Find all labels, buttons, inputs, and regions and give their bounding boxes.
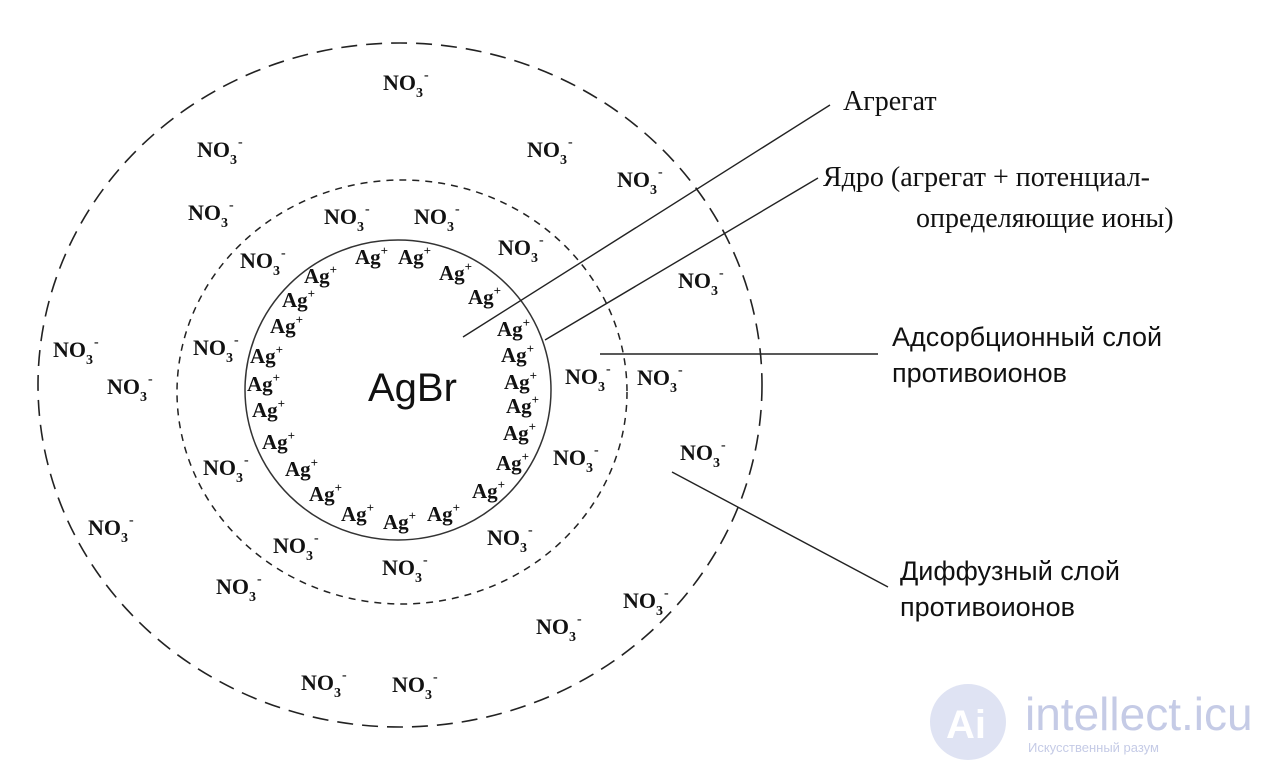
silver-ion: Ag+ [427, 500, 460, 526]
watermark-brand: intellect.icu [1025, 688, 1253, 740]
nitrate-ion: NO3- [107, 372, 153, 405]
nitrate-ion: NO3- [88, 513, 134, 546]
silver-ion: Ag+ [270, 312, 303, 338]
silver-ion: Ag+ [285, 455, 318, 481]
nitrate-ion: NO3- [273, 531, 319, 564]
nucleus-leader-line [544, 177, 819, 341]
silver-ion: Ag+ [262, 428, 295, 454]
nitrate-ion: NO3- [392, 670, 438, 703]
silver-ion: Ag+ [250, 342, 283, 368]
silver-ion: Ag+ [501, 341, 534, 367]
label-diffuse-line2: противоионов [900, 592, 1075, 622]
label-diffuse-line1: Диффузный слой [900, 556, 1120, 586]
label-nucleus-line1: Ядро (агрегат + потенциал- [823, 162, 1150, 193]
nitrate-ion: NO3- [536, 612, 582, 645]
silver-ion: Ag+ [355, 243, 388, 269]
silver-ion: Ag+ [252, 396, 285, 422]
potential-ions-layer: Ag+Ag+Ag+Ag+Ag+Ag+Ag+Ag+Ag+Ag+Ag+Ag+Ag+A… [247, 243, 539, 534]
nitrate-ion: NO3- [53, 335, 99, 368]
watermark-logo-icon [930, 684, 1006, 760]
diffuse-layer-boundary [37, 42, 763, 728]
nitrate-ion: NO3- [617, 165, 663, 198]
nitrate-ion: NO3- [383, 68, 429, 101]
label-nucleus-line2: определяющие ионы) [916, 203, 1174, 234]
nitrate-ion: NO3- [197, 135, 243, 168]
silver-ion: Ag+ [247, 370, 280, 396]
silver-ion: Ag+ [341, 500, 374, 526]
nitrate-ion: NO3- [301, 668, 347, 701]
silver-ion: Ag+ [496, 449, 529, 475]
watermark: Ai intellect.icu Искусственный разум [930, 684, 1253, 760]
nitrate-ion: NO3- [487, 523, 533, 556]
aggregate-leader-line [462, 104, 831, 338]
nitrate-ion: NO3- [193, 333, 239, 366]
nitrate-ion: NO3- [188, 198, 234, 231]
nucleus-boundary [244, 239, 552, 541]
nitrate-ion: NO3- [678, 266, 724, 299]
diffuse-leader-line [671, 471, 889, 588]
silver-ion: Ag+ [468, 283, 501, 309]
nitrate-ion: NO3- [324, 202, 370, 235]
nitrate-ion: NO3- [637, 363, 683, 396]
nitrate-ion: NO3- [240, 246, 286, 279]
silver-ion: Ag+ [282, 286, 315, 312]
nitrate-ion: NO3- [565, 362, 611, 395]
silver-ion: Ag+ [398, 243, 431, 269]
silver-ion: Ag+ [472, 477, 505, 503]
label-adsorption-line1: Адсорбционный слой [892, 322, 1162, 352]
nitrate-ion: NO3- [414, 202, 460, 235]
label-adsorption-line2: противоионов [892, 358, 1067, 388]
nitrate-ion: NO3- [498, 233, 544, 266]
silver-ion: Ag+ [497, 315, 530, 341]
nitrate-ion: NO3- [680, 438, 726, 471]
silver-ion: Ag+ [439, 259, 472, 285]
silver-ion: Ag+ [383, 508, 416, 534]
nitrate-ion: NO3- [553, 443, 599, 476]
silver-ion: Ag+ [503, 419, 536, 445]
nitrate-ion: NO3- [382, 553, 428, 586]
silver-ion: Ag+ [506, 392, 539, 418]
silver-ion: Ag+ [504, 368, 537, 394]
watermark-logo-letters: Ai [946, 703, 986, 747]
label-aggregate: Агрегат [843, 86, 937, 117]
watermark-tagline: Искусственный разум [1028, 740, 1159, 755]
nitrate-ion: NO3- [216, 572, 262, 605]
counter-ions-layer: NO3-NO3-NO3-NO3-NO3-NO3-NO3-NO3-NO3-NO3-… [53, 68, 726, 703]
nitrate-ion: NO3- [527, 135, 573, 168]
silver-ion: Ag+ [304, 262, 337, 288]
adsorption-layer-boundary [176, 179, 628, 605]
core-formula: AgBr [368, 366, 457, 410]
nitrate-ion: NO3- [203, 453, 249, 486]
nitrate-ion: NO3- [623, 586, 669, 619]
silver-ion: Ag+ [309, 480, 342, 506]
